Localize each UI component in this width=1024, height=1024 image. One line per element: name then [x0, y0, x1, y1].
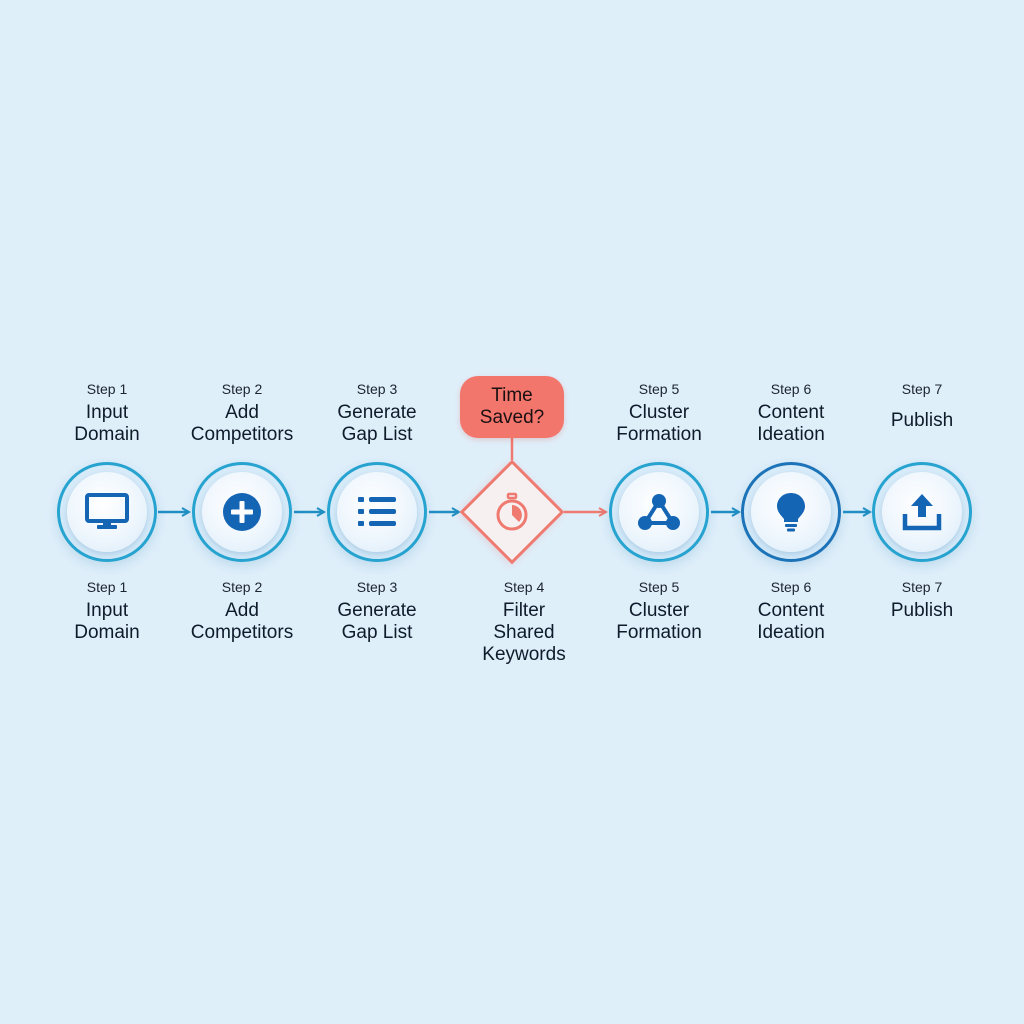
step-7-node[interactable]: [872, 462, 972, 562]
step-5-node[interactable]: [609, 462, 709, 562]
step-number: Step 3: [356, 579, 398, 595]
node-inner: [882, 472, 962, 552]
bottom-label-step-5: Step 5 Cluster Formation: [584, 578, 734, 644]
top-label-step-6: Step 6 Content Ideation: [716, 380, 866, 446]
step-number: Step 1: [86, 579, 128, 595]
step-number: Step 1: [86, 381, 128, 397]
step-1-node[interactable]: [57, 462, 157, 562]
node-inner: [67, 472, 147, 552]
step-number: Step 6: [770, 579, 812, 595]
bottom-label-step-3: Step 3 Generate Gap List: [302, 578, 452, 644]
stopwatch-icon: [492, 492, 532, 532]
step-6-node[interactable]: [741, 462, 841, 562]
bottom-label-step-1: Step 1 Input Domain: [32, 578, 182, 644]
step-title: Generate Gap List: [337, 402, 417, 445]
node-inner: [619, 472, 699, 552]
step-title: Publish: [890, 600, 954, 621]
monitor-icon: [85, 492, 129, 532]
upload-icon: [901, 492, 943, 532]
step-title: Generate Gap List: [337, 600, 417, 643]
step-number: Step 7: [901, 381, 943, 397]
bottom-label-step-4: Step 4 Filter Shared Keywords: [449, 578, 599, 666]
step-title: Add Competitors: [190, 600, 294, 643]
top-label-step-3: Step 3 Generate Gap List: [302, 380, 452, 446]
step-title: Cluster Formation: [616, 600, 702, 643]
node-inner: [751, 472, 831, 552]
node-inner: [202, 472, 282, 552]
step-title: Content Ideation: [757, 600, 825, 643]
step-number: Step 3: [356, 381, 398, 397]
step-number: Step 4: [503, 579, 545, 595]
step-title: Publish: [890, 410, 954, 431]
step-title: Filter Shared Keywords: [482, 600, 566, 665]
top-label-step-2: Step 2 Add Competitors: [167, 380, 317, 446]
step-number: Step 2: [221, 381, 263, 397]
list-icon: [356, 494, 398, 530]
step-2-node[interactable]: [192, 462, 292, 562]
bottom-label-step-2: Step 2 Add Competitors: [167, 578, 317, 644]
top-label-step-7: Step 7 Publish: [847, 380, 997, 432]
bottom-label-step-6: Step 6 Content Ideation: [716, 578, 866, 644]
top-label-step-5: Step 5 Cluster Formation: [584, 380, 734, 446]
step-title: Cluster Formation: [616, 402, 702, 445]
step-number: Step 5: [638, 579, 680, 595]
step-title: Input Domain: [74, 600, 140, 643]
plus-circle-icon: [222, 492, 262, 532]
node-inner: [337, 472, 417, 552]
lightbulb-icon: [775, 491, 807, 533]
step-number: Step 2: [221, 579, 263, 595]
top-label-step-1: Step 1 Input Domain: [32, 380, 182, 446]
time-saved-callout: Time Saved?: [460, 376, 564, 438]
step-number: Step 6: [770, 381, 812, 397]
step-title: Add Competitors: [190, 402, 294, 445]
step-title: Input Domain: [74, 402, 140, 445]
step-title: Content Ideation: [757, 402, 825, 445]
step-number: Step 7: [901, 579, 943, 595]
bottom-label-step-7: Step 7 Publish: [847, 578, 997, 622]
step-3-node[interactable]: [327, 462, 427, 562]
network-icon: [636, 492, 682, 532]
step-number: Step 5: [638, 381, 680, 397]
